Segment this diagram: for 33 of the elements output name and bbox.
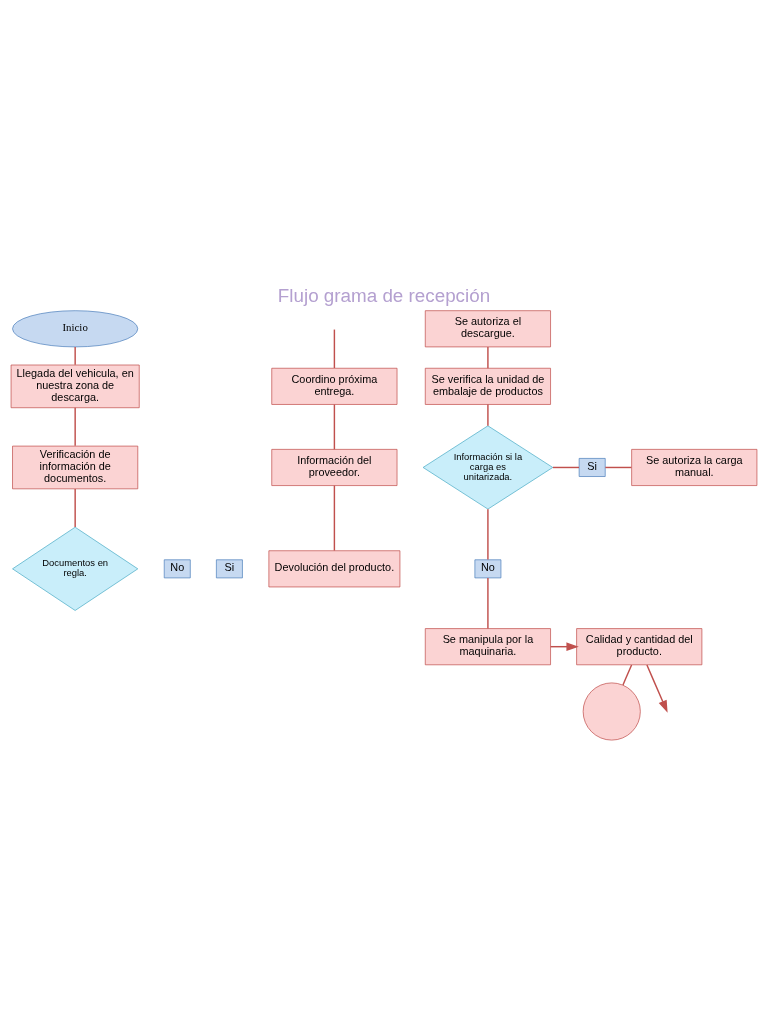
arrow [646,664,668,713]
node-box: Se verifica la unidad de embalaje de productos [424,367,551,405]
node-box: Se manipula por la maquinaria. [424,628,551,666]
node-box: Devolución del producto. [268,550,401,588]
node-circle [582,682,641,741]
connector [487,577,489,630]
node-ellipse: Inicio [12,310,139,348]
connector [487,403,489,427]
connector [604,466,633,469]
connector [552,466,580,469]
diagram-title: Flujo grama de recepción [277,284,491,306]
connector [333,484,336,552]
node-diamond: Documentos en regla. [12,526,139,611]
connector [74,346,76,366]
node-box: Se autoriza la carga manual. [631,449,758,486]
node-box: Verificación de información de documentos. [12,445,139,490]
node-box: Si [578,458,606,477]
node-box: Si [216,559,243,579]
node-box: Coordino próxima entrega. [271,367,398,405]
connector [622,664,633,686]
connector [74,488,76,528]
connector [74,407,76,447]
connector [333,403,336,451]
node-box: Se autoriza el descargue. [424,310,551,348]
node-box: No [163,559,191,579]
node-box: Calidad y cantidad del producto. [576,628,703,666]
node-box: No [474,559,502,579]
connector [487,508,489,561]
node-box: Llegada del vehicula, en nuestra zona de descarga. [10,364,140,409]
node-box: Información del proveedor. [271,449,398,486]
connector [487,346,489,369]
connector [333,328,336,369]
node-diamond: Información si la carga es unitarizada. [422,425,554,510]
